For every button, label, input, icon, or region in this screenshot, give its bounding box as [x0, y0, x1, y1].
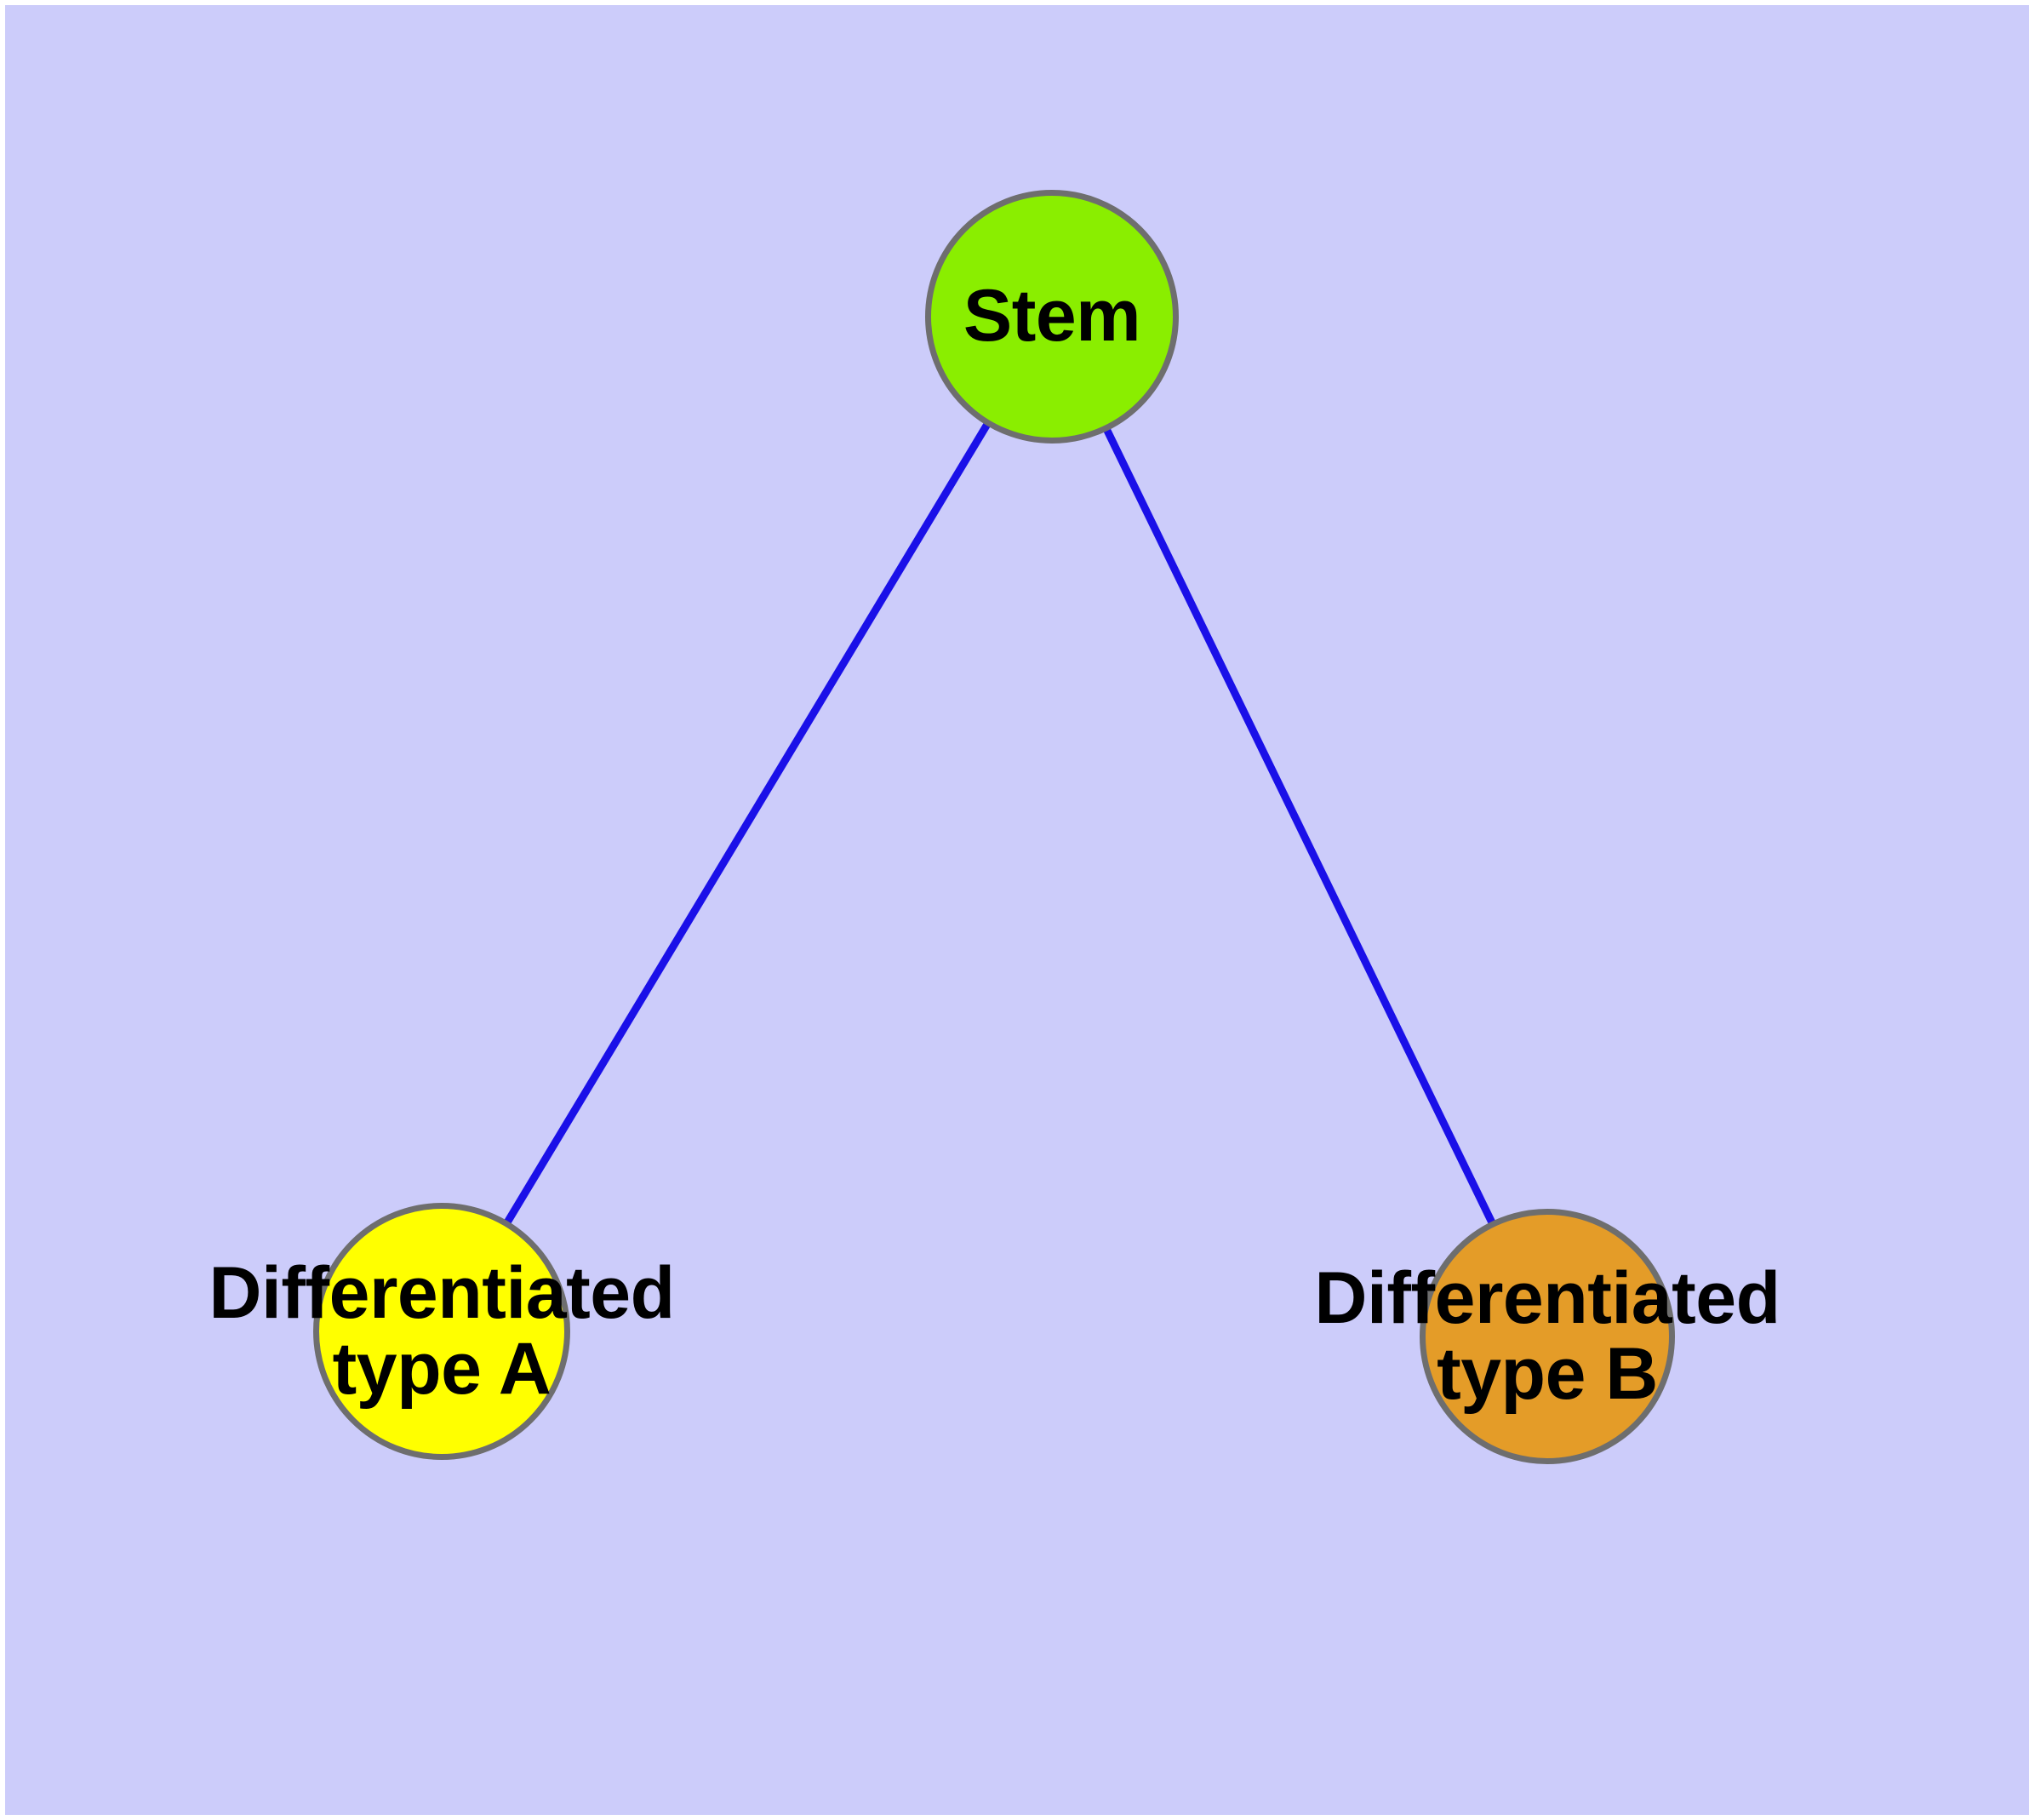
node-differentiated-type-b[interactable]	[1420, 1209, 1675, 1464]
node-differentiated-type-a[interactable]	[313, 1203, 570, 1460]
node-stem[interactable]	[925, 190, 1179, 444]
